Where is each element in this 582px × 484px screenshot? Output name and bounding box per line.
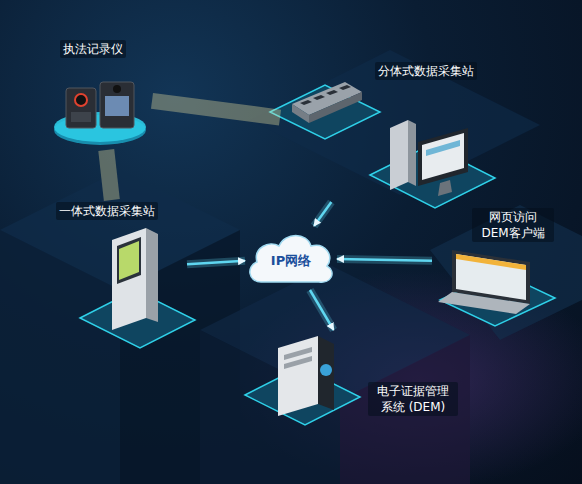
connector-line: [187, 261, 245, 265]
connector: [106, 150, 112, 200]
device-label: 分体式数据采集站: [375, 62, 477, 80]
device-label: 一体式数据采集站: [56, 202, 158, 220]
device-node: 网页访问 DEM客户端: [432, 206, 558, 318]
device-node: 一体式数据采集站: [52, 200, 187, 337]
connector: [310, 290, 334, 330]
connector-glow: [187, 261, 245, 265]
device-label: 电子证据管理 系统 (DEM): [368, 382, 458, 416]
network-cloud: IP网络: [245, 226, 337, 290]
connector: [337, 259, 432, 261]
connector-line: [314, 202, 331, 226]
connector-glow: [310, 290, 334, 330]
connector: [187, 261, 245, 265]
connector-glow: [314, 202, 331, 226]
device-node: 执法记录仪: [48, 38, 152, 150]
device-label: 执法记录仪: [60, 40, 126, 58]
connector-glow: [337, 259, 432, 261]
device-label: 网页访问 DEM客户端: [472, 208, 554, 242]
connector-line: [337, 259, 432, 261]
connector-line: [152, 101, 280, 118]
connector: [314, 202, 331, 226]
connector: [152, 101, 280, 118]
connector-line: [310, 290, 334, 330]
device-node: 电子证据管理 系统 (DEM): [262, 330, 462, 426]
network-label: IP网络: [271, 252, 311, 270]
device-node: 分体式数据采集站: [280, 60, 485, 202]
connector-line: [106, 150, 112, 200]
